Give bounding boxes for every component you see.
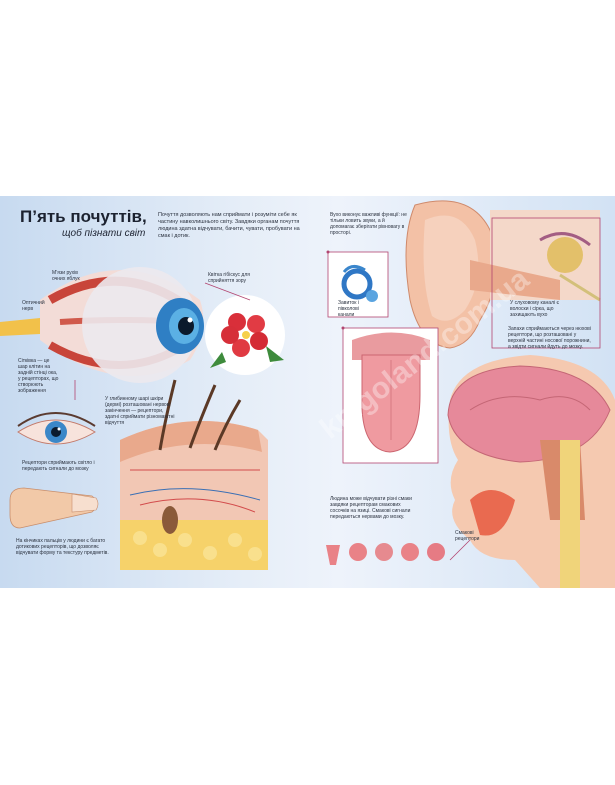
callout-frames — [74, 217, 601, 561]
label-ear-canal: У слуховому каналі є волоски і сірка, що… — [510, 300, 560, 318]
label-skin-receptors: У глибинному шарі шкіри (дермі) розташов… — [105, 396, 175, 426]
label-retina: Сітківка — це шар клітин на задній стінц… — [18, 358, 59, 394]
eye-illustration — [0, 267, 204, 383]
label-eye-muscles: М’язи рухів очних яблук — [52, 270, 80, 282]
label-flower: Квітка гібіскус для сприйняття зору — [208, 272, 250, 284]
label-eye-receptors: Рецептори сприймають світло і передають … — [22, 460, 95, 472]
label-taste: Людина може відчувати різні смаки завдяк… — [330, 496, 412, 520]
label-smell: Запахи сприймаються через нюхові рецепто… — [508, 326, 591, 350]
tongue-illustration — [343, 328, 438, 463]
label-taste-buds: Смакові рецептори — [455, 530, 480, 542]
inner-ear-inset — [328, 252, 388, 317]
hibiscus-flower — [205, 295, 285, 375]
label-fingertips: На кінчиках пальців у людини є багато до… — [16, 538, 109, 556]
label-ear-function: Вухо виконує важливі функції: не тільки … — [330, 212, 407, 236]
page-title: П’ять почуттів, — [20, 207, 147, 226]
small-eye-illustration — [17, 412, 96, 445]
intro-paragraph: Почуття дозволяють нам сприймати і розум… — [158, 212, 300, 239]
page-subtitle: щоб пізнати світ — [62, 228, 146, 239]
skin-cross-section — [120, 379, 268, 570]
label-inner-ear: Завиток і півколові канали — [338, 300, 359, 318]
head-brain-illustration — [447, 355, 615, 588]
ear-illustration — [405, 200, 601, 349]
label-optic-nerve: Оптичний нерв — [22, 300, 45, 312]
finger-illustration — [9, 487, 99, 529]
taste-buds-row — [326, 543, 445, 565]
